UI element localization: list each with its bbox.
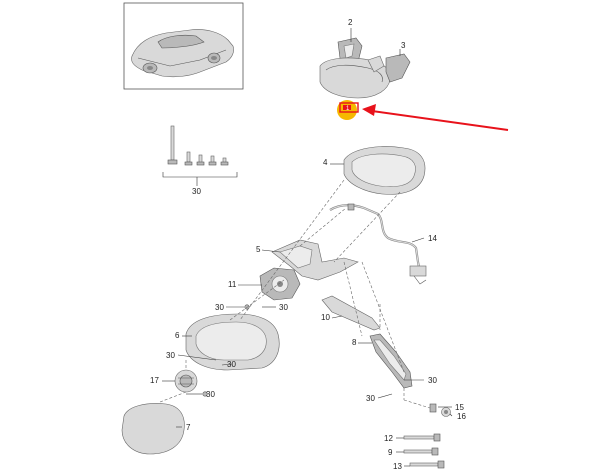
callout-10: 10	[321, 313, 330, 322]
callout-14: 14	[428, 234, 437, 243]
callout-2: 2	[348, 18, 353, 27]
part-15-16-fasteners	[429, 403, 451, 417]
highlight-box	[339, 102, 359, 113]
callout-17: 17	[150, 376, 159, 385]
callout-30-f: 30	[206, 390, 215, 399]
callout-5: 5	[256, 245, 261, 254]
part-7-mirror-glass	[121, 403, 185, 455]
part-6-mirror-frame	[185, 313, 280, 371]
part-1-highlight	[337, 100, 359, 120]
callout-8: 8	[352, 338, 357, 347]
part-3-cover	[367, 53, 411, 83]
callout-30-b: 30	[215, 303, 224, 312]
vehicle-thumbnail	[123, 2, 244, 90]
callout-30-e: 30	[227, 360, 236, 369]
callout-1: 1	[346, 106, 350, 112]
bolt-kit-30	[162, 125, 238, 186]
callout-30-c: 30	[279, 303, 288, 312]
part-8-turn-signal	[369, 333, 413, 389]
callout-6: 6	[175, 331, 180, 340]
callout-11: 11	[228, 280, 237, 289]
callout-30-h: 30	[366, 394, 375, 403]
callout-16: 16	[457, 412, 466, 421]
part-5-mirror-base	[271, 239, 359, 281]
part-14-wiring-harness	[329, 203, 427, 285]
callout-30-bolt-kit: 30	[192, 187, 201, 196]
assembly-dashed-lines	[159, 179, 431, 409]
leader-lines	[162, 28, 453, 467]
callout-30-g: 30	[428, 376, 437, 385]
callout-12: 12	[384, 434, 393, 443]
callout-3: 3	[401, 41, 406, 50]
callout-9: 9	[388, 448, 393, 457]
part-12-9-13-bolts	[403, 433, 445, 469]
callout-7: 7	[186, 423, 191, 432]
callout-labels: 2 3 1 30 4 14 5 11 30 30 6 30 30 17 30 7…	[150, 18, 466, 471]
part-11-adjust-motor	[259, 267, 301, 301]
callout-13: 13	[393, 462, 402, 471]
callout-15: 15	[455, 403, 464, 412]
part-17-heater-element	[174, 369, 198, 393]
callout-30-d: 30	[166, 351, 175, 360]
part-4-housing-cap	[343, 146, 426, 195]
red-pointer-arrow	[362, 104, 509, 131]
callout-4: 4	[323, 158, 328, 167]
part-10-trim-strip	[321, 295, 381, 331]
